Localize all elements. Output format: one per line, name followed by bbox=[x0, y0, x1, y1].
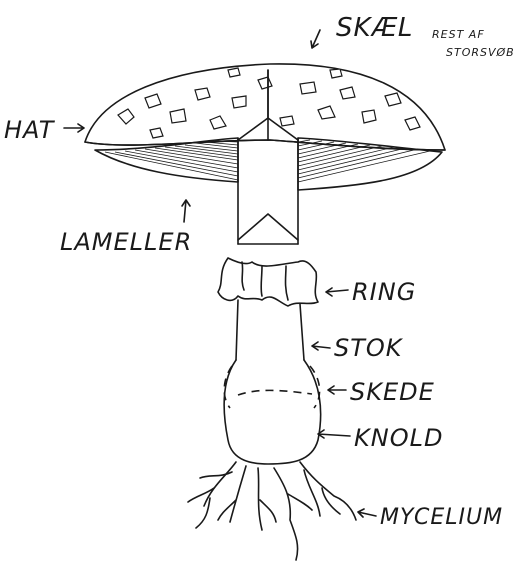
label-hat: HAT bbox=[4, 116, 56, 144]
stalk bbox=[236, 300, 304, 360]
label-ring: RING bbox=[352, 278, 416, 306]
label-stok: STOK bbox=[334, 334, 404, 362]
label-skede: SKEDE bbox=[350, 378, 435, 406]
label-lameller: LAMELLER bbox=[60, 228, 192, 256]
ring bbox=[218, 258, 318, 306]
mushroom-cap bbox=[85, 64, 445, 150]
arrows bbox=[64, 30, 376, 517]
label-rest-af-line2: STORSVØB bbox=[446, 46, 515, 59]
label-rest-af-line1: REST AF bbox=[432, 28, 485, 41]
volva-bulb bbox=[224, 360, 320, 464]
label-knold: KNOLD bbox=[354, 424, 443, 452]
stem bbox=[238, 70, 298, 244]
label-skael: SKÆL bbox=[336, 13, 413, 43]
label-mycelium: MYCELIUM bbox=[380, 505, 503, 530]
mycelium bbox=[188, 462, 356, 560]
gills bbox=[95, 138, 442, 190]
